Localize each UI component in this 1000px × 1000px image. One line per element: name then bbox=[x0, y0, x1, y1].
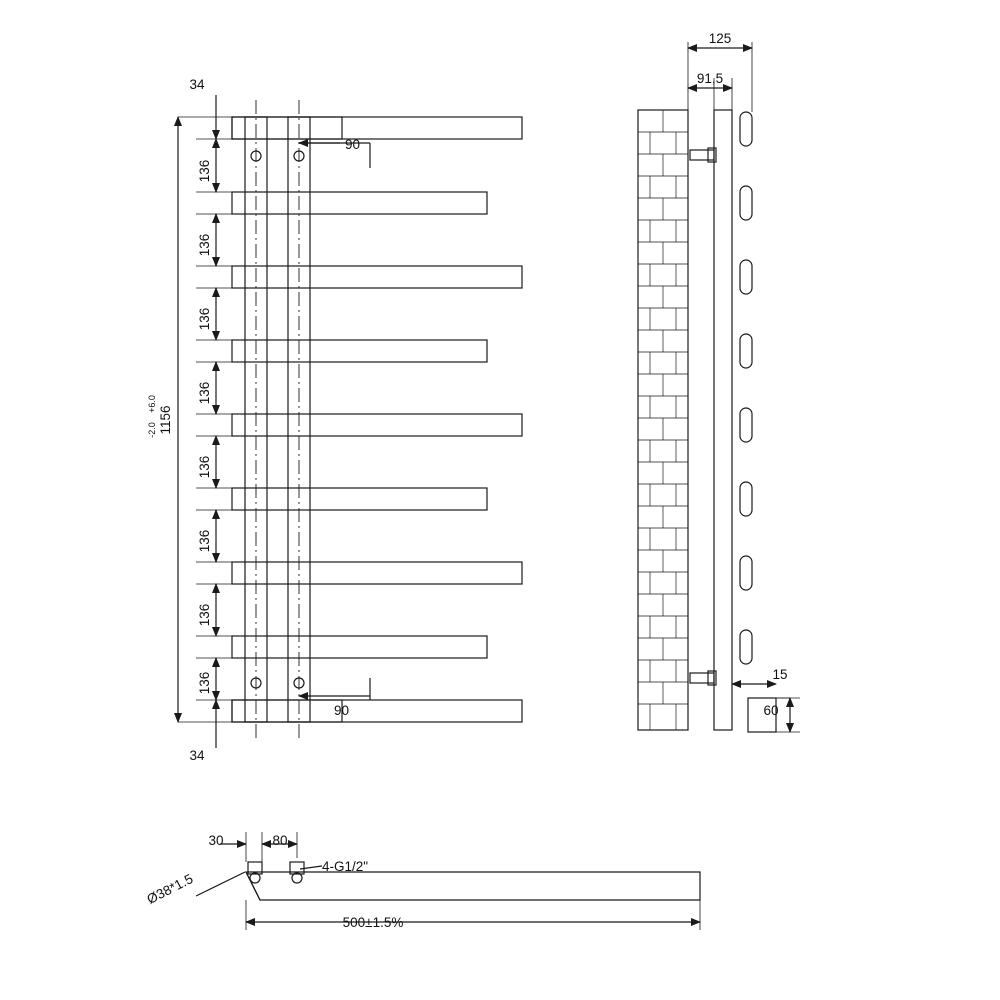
dim-tube-callout: Ø38*1.5 bbox=[144, 871, 195, 907]
dim-136-4: 136 bbox=[197, 382, 212, 405]
bottom-plan-view bbox=[195, 832, 701, 930]
brick-hatch bbox=[638, 110, 688, 730]
dim-15: 15 bbox=[772, 667, 787, 682]
dim-1156: 1156 bbox=[158, 405, 173, 434]
front-extension-lines bbox=[178, 116, 232, 723]
tube-leader bbox=[195, 871, 246, 897]
plan-body bbox=[245, 871, 701, 901]
side-extension-lines bbox=[687, 42, 800, 733]
towel-bars bbox=[231, 116, 523, 723]
dim-136-8: 136 bbox=[197, 672, 212, 695]
dim-34-top: 34 bbox=[189, 77, 205, 92]
bracket-offset-dimensions bbox=[298, 139, 371, 700]
dim-91-5: 91,5 bbox=[697, 71, 723, 86]
side-dimension-arrows bbox=[687, 44, 794, 733]
plan-dimension-arrows bbox=[220, 840, 701, 926]
dim-90-bottom: 90 bbox=[334, 703, 349, 718]
dim-136-5: 136 bbox=[197, 456, 212, 479]
top-cap-bar bbox=[231, 116, 343, 140]
thread-leader bbox=[299, 865, 323, 870]
dim-30: 30 bbox=[208, 833, 223, 848]
dim-136-6: 136 bbox=[197, 530, 212, 553]
dim-136-3: 136 bbox=[197, 308, 212, 331]
side-elevation-view bbox=[637, 42, 800, 733]
dim-90-top: 90 bbox=[345, 137, 360, 152]
dim-136-7: 136 bbox=[197, 604, 212, 627]
wall-brackets bbox=[689, 147, 717, 686]
tol-upper: +6.0 bbox=[147, 395, 157, 413]
dim-500: 500±1.5% bbox=[343, 915, 404, 930]
tol-lower: -2.0 bbox=[147, 422, 157, 438]
dim-80: 80 bbox=[272, 833, 287, 848]
bottom-cap-bar bbox=[231, 699, 343, 723]
dim-34-bottom: 34 bbox=[189, 748, 205, 763]
centre-lines bbox=[255, 100, 300, 740]
front-elevation-view bbox=[174, 95, 523, 748]
dim-136-2: 136 bbox=[197, 234, 212, 257]
side-body-panel bbox=[713, 109, 733, 731]
bar-end-profiles bbox=[739, 111, 753, 665]
dimension-text-labels: 34 34 136 136 136 136 136 136 136 136 11… bbox=[144, 31, 787, 930]
dim-thread-callout: 4-G1/2" bbox=[322, 859, 368, 874]
dim-60: 60 bbox=[763, 703, 778, 718]
dim-136-1: 136 bbox=[197, 160, 212, 183]
bracket-markers bbox=[250, 150, 305, 689]
plan-connections bbox=[247, 861, 305, 884]
dim-125: 125 bbox=[709, 31, 732, 46]
plan-extension-lines bbox=[245, 832, 701, 930]
vertical-manifolds bbox=[244, 116, 311, 723]
